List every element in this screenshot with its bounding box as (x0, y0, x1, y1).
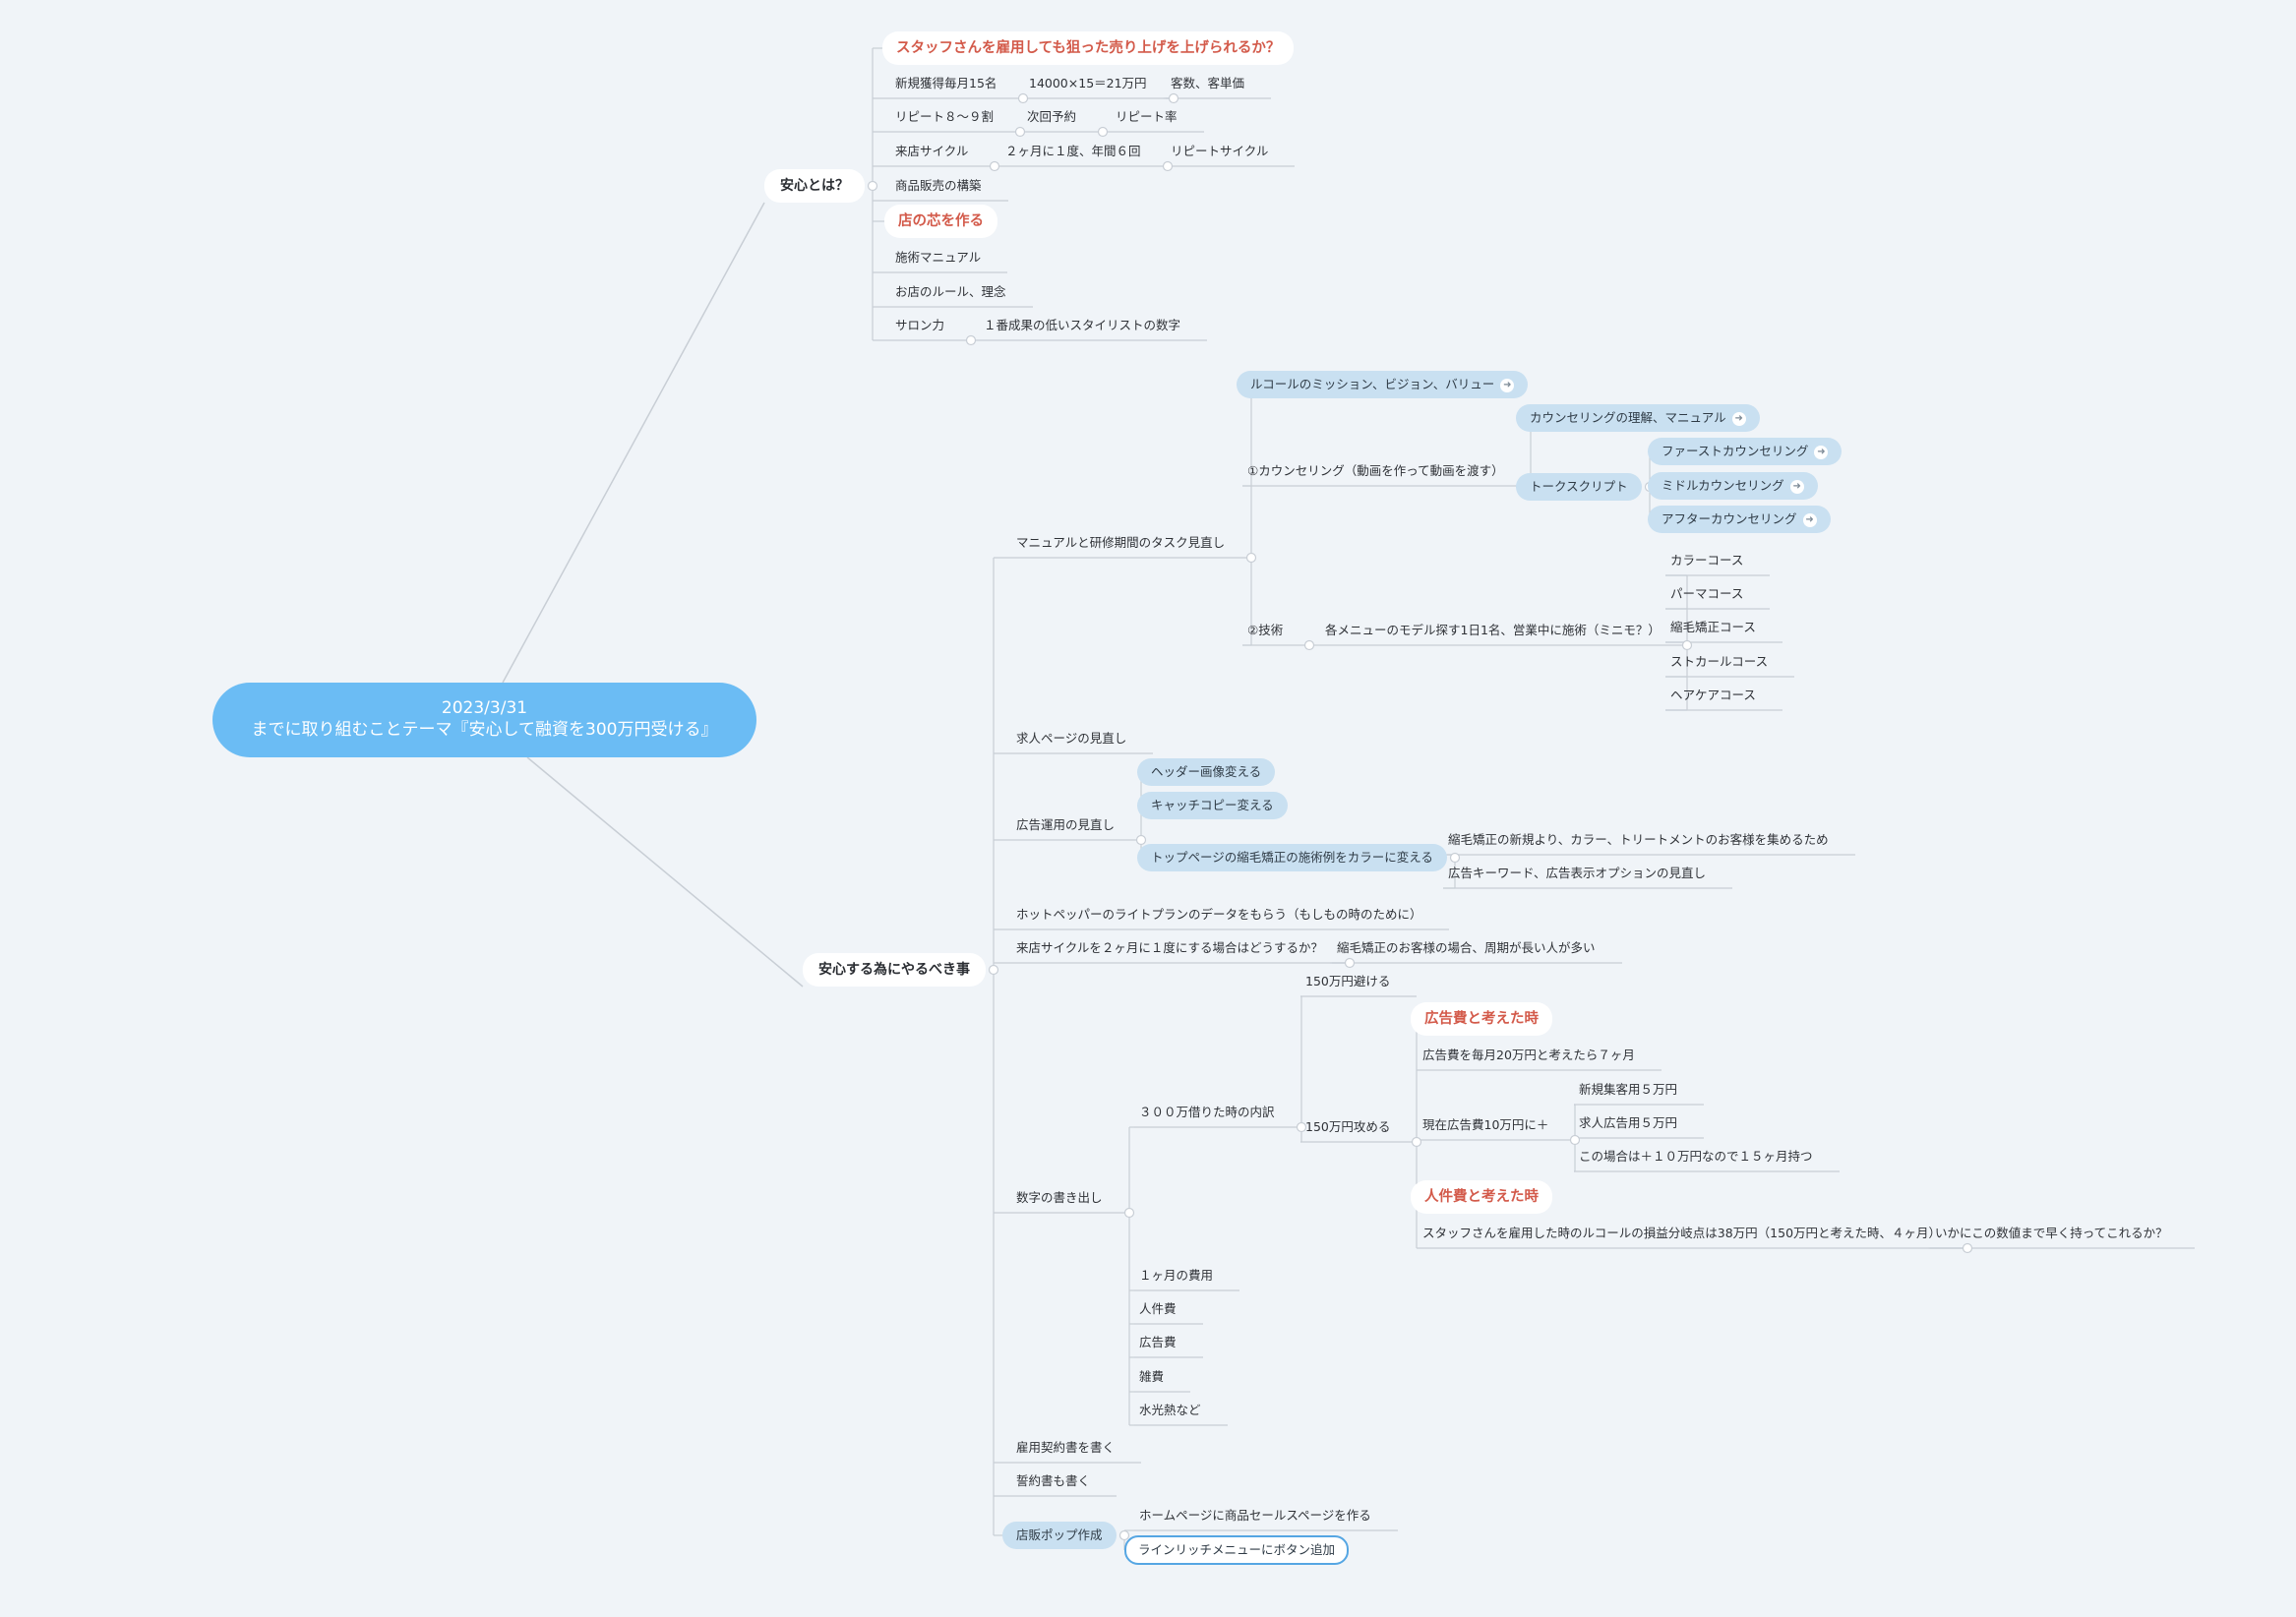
topic-after-counseling[interactable]: アフターカウンセリング ➜ (1648, 506, 1831, 533)
topic-haircare-course[interactable]: ヘアケアコース (1670, 688, 1756, 702)
topic-new-calc[interactable]: 14000×15＝21万円 (1029, 76, 1147, 90)
topic-perm-course[interactable]: パーマコース (1670, 586, 1744, 601)
topic-header-image[interactable]: ヘッダー画像変える (1137, 758, 1276, 786)
topic-break-even[interactable]: スタッフさんを雇用した時のルコールの損益分岐点は38万円（150万円と考えた時、… (1422, 1226, 1942, 1240)
topic-customer-price[interactable]: 客数、客単価 (1171, 76, 1245, 90)
link-arrow-icon[interactable]: ➜ (1802, 512, 1817, 527)
topic-visit-cycle[interactable]: 来店サイクル (895, 144, 969, 158)
topic-scalp-course[interactable]: ストカールコース (1670, 654, 1769, 669)
topic-product-sales[interactable]: 商品販売の構築 (895, 178, 982, 193)
topic-line-menu[interactable]: ラインリッチメニューにボタン追加 (1124, 1535, 1350, 1565)
topic-manual-review[interactable]: マニュアルと研修期間のタスク見直し (1016, 535, 1226, 550)
topic-utilities[interactable]: 水光熱など (1139, 1403, 1201, 1417)
topic-staff-question[interactable]: スタッフさんを雇用しても狙った売り上げを上げられるか？ (882, 31, 1295, 65)
topic-repeat-rate[interactable]: リピート率 (1116, 109, 1178, 124)
topic-straightening-course[interactable]: 縮毛矯正コース (1670, 620, 1756, 634)
link-arrow-icon[interactable]: ➜ (1731, 411, 1746, 426)
topic-technique[interactable]: ②技術 (1247, 623, 1284, 637)
topic-repeat-cycle[interactable]: リピートサイクル (1171, 144, 1269, 158)
topic-avoid[interactable]: 150万円避ける (1305, 974, 1391, 988)
topic-new-customers[interactable]: 新規獲得毎月15名 (895, 76, 997, 90)
link-arrow-icon[interactable]: ➜ (1500, 378, 1515, 392)
topic-ad-keywords[interactable]: 広告キーワード、広告表示オプションの見直し (1448, 866, 1707, 880)
topic-repeat[interactable]: リピート８〜９割 (895, 109, 995, 124)
topic-lowest-stylist[interactable]: １番成果の低いスタイリストの数字 (984, 318, 1181, 332)
topic-recruit-page[interactable]: 求人ページの見直し (1016, 731, 1127, 746)
first-counseling-label: ファーストカウンセリング (1662, 444, 1809, 458)
topic-what-is-security[interactable]: 安心とは？ (764, 169, 865, 203)
link-arrow-icon[interactable]: ➜ (1814, 445, 1829, 459)
topic-model-search[interactable]: 各メニューのモデル探す1日1名、営業中に施術（ミニモ？） (1325, 623, 1661, 637)
central-date: 2023/3/31 (441, 698, 528, 718)
topic-pop[interactable]: 店販ポップ作成 (1002, 1522, 1117, 1549)
topic-attack[interactable]: 150万円攻める (1305, 1119, 1391, 1134)
topic-fifteen-months[interactable]: この場合は＋１０万円なので１５ヶ月持つ (1579, 1149, 1813, 1164)
topic-catch-copy[interactable]: キャッチコピー変える (1137, 792, 1288, 819)
topic-how-fast[interactable]: いかにこの数値まで早く持ってこれるか？ (1935, 1226, 2168, 1240)
topic-gather-customers[interactable]: 縮毛矯正の新規より、カラー、トリートメントのお客様を集めるため (1448, 832, 1829, 847)
topic-counseling-understanding[interactable]: カウンセリングの理解、マニュアル ➜ (1516, 404, 1760, 432)
topic-talk-script[interactable]: トークスクリプト (1516, 473, 1642, 501)
topic-middle-counseling[interactable]: ミドルカウンセリング ➜ (1648, 472, 1818, 500)
topic-misc[interactable]: 雑費 (1139, 1369, 1165, 1384)
topic-advertising[interactable]: 広告費 (1139, 1335, 1177, 1349)
topic-monthly-cost[interactable]: １ヶ月の費用 (1139, 1268, 1214, 1283)
topic-homepage-sales[interactable]: ホームページに商品セールスページを作る (1139, 1508, 1371, 1523)
middle-counseling-label: ミドルカウンセリング (1662, 478, 1784, 493)
topic-store-rules[interactable]: お店のルール、理念 (895, 284, 1006, 299)
topic-current-ad[interactable]: 現在広告費10万円に＋ (1422, 1117, 1549, 1132)
topic-labor[interactable]: 人件費 (1139, 1301, 1177, 1316)
central-topic[interactable]: 2023/3/31 までに取り組むことテーマ『安心して融資を300万円受ける』 (212, 683, 756, 757)
topic-things-to-do[interactable]: 安心する為にやるべき事 (803, 953, 986, 987)
topic-cycle-question[interactable]: 来店サイクルを２ヶ月に１度にする場合はどうするか？ (1016, 940, 1324, 955)
topic-cycle-detail[interactable]: ２ヶ月に１度、年間６回 (1005, 144, 1141, 158)
topic-color-course[interactable]: カラーコース (1670, 553, 1744, 568)
topic-long-cycle[interactable]: 縮毛矯正のお客様の場合、周期が長い人が多い (1337, 940, 1596, 955)
topic-counseling[interactable]: ①カウンセリング（動画を作って動画を渡す） (1247, 463, 1504, 478)
topic-top-page[interactable]: トップページの縮毛矯正の施術例をカラーに変える (1137, 844, 1447, 871)
mission-label: ルコールのミッション、ビジョン、バリュー (1250, 377, 1495, 391)
link-arrow-icon[interactable]: ➜ (1789, 479, 1804, 494)
topic-salon-power[interactable]: サロン力 (895, 318, 945, 332)
topic-numbers[interactable]: 数字の書き出し (1016, 1190, 1103, 1205)
topic-store-core[interactable]: 店の芯を作る (884, 205, 997, 238)
topic-hotpepper[interactable]: ホットペッパーのライトプランのデータをもらう（もしもの時のために） (1016, 907, 1422, 922)
topic-ad-review[interactable]: 広告運用の見直し (1016, 817, 1116, 832)
topic-recruit-ad[interactable]: 求人広告用５万円 (1579, 1115, 1678, 1130)
topic-as-labor-cost[interactable]: 人件費と考えた時 (1411, 1180, 1552, 1214)
central-theme: までに取り組むことテーマ『安心して融資を300万円受ける』 (251, 720, 718, 740)
topic-employment-contract[interactable]: 雇用契約書を書く (1016, 1440, 1116, 1455)
topic-treatment-manual[interactable]: 施術マニュアル (895, 250, 982, 265)
topic-breakdown[interactable]: ３００万借りた時の内訳 (1139, 1105, 1275, 1119)
topic-pledge[interactable]: 誓約書も書く (1016, 1473, 1091, 1488)
topic-first-counseling[interactable]: ファーストカウンセリング ➜ (1648, 438, 1843, 465)
after-counseling-label: アフターカウンセリング (1662, 511, 1797, 526)
topic-next-booking[interactable]: 次回予約 (1027, 109, 1077, 124)
topic-as-ad-cost[interactable]: 広告費と考えた時 (1411, 1002, 1552, 1036)
counseling-understanding-label: カウンセリングの理解、マニュアル (1530, 410, 1726, 425)
topic-mission[interactable]: ルコールのミッション、ビジョン、バリュー ➜ (1237, 371, 1529, 398)
topic-ad-monthly[interactable]: 広告費を毎月20万円と考えたら７ヶ月 (1422, 1048, 1635, 1062)
topic-new-ad[interactable]: 新規集客用５万円 (1579, 1082, 1678, 1097)
